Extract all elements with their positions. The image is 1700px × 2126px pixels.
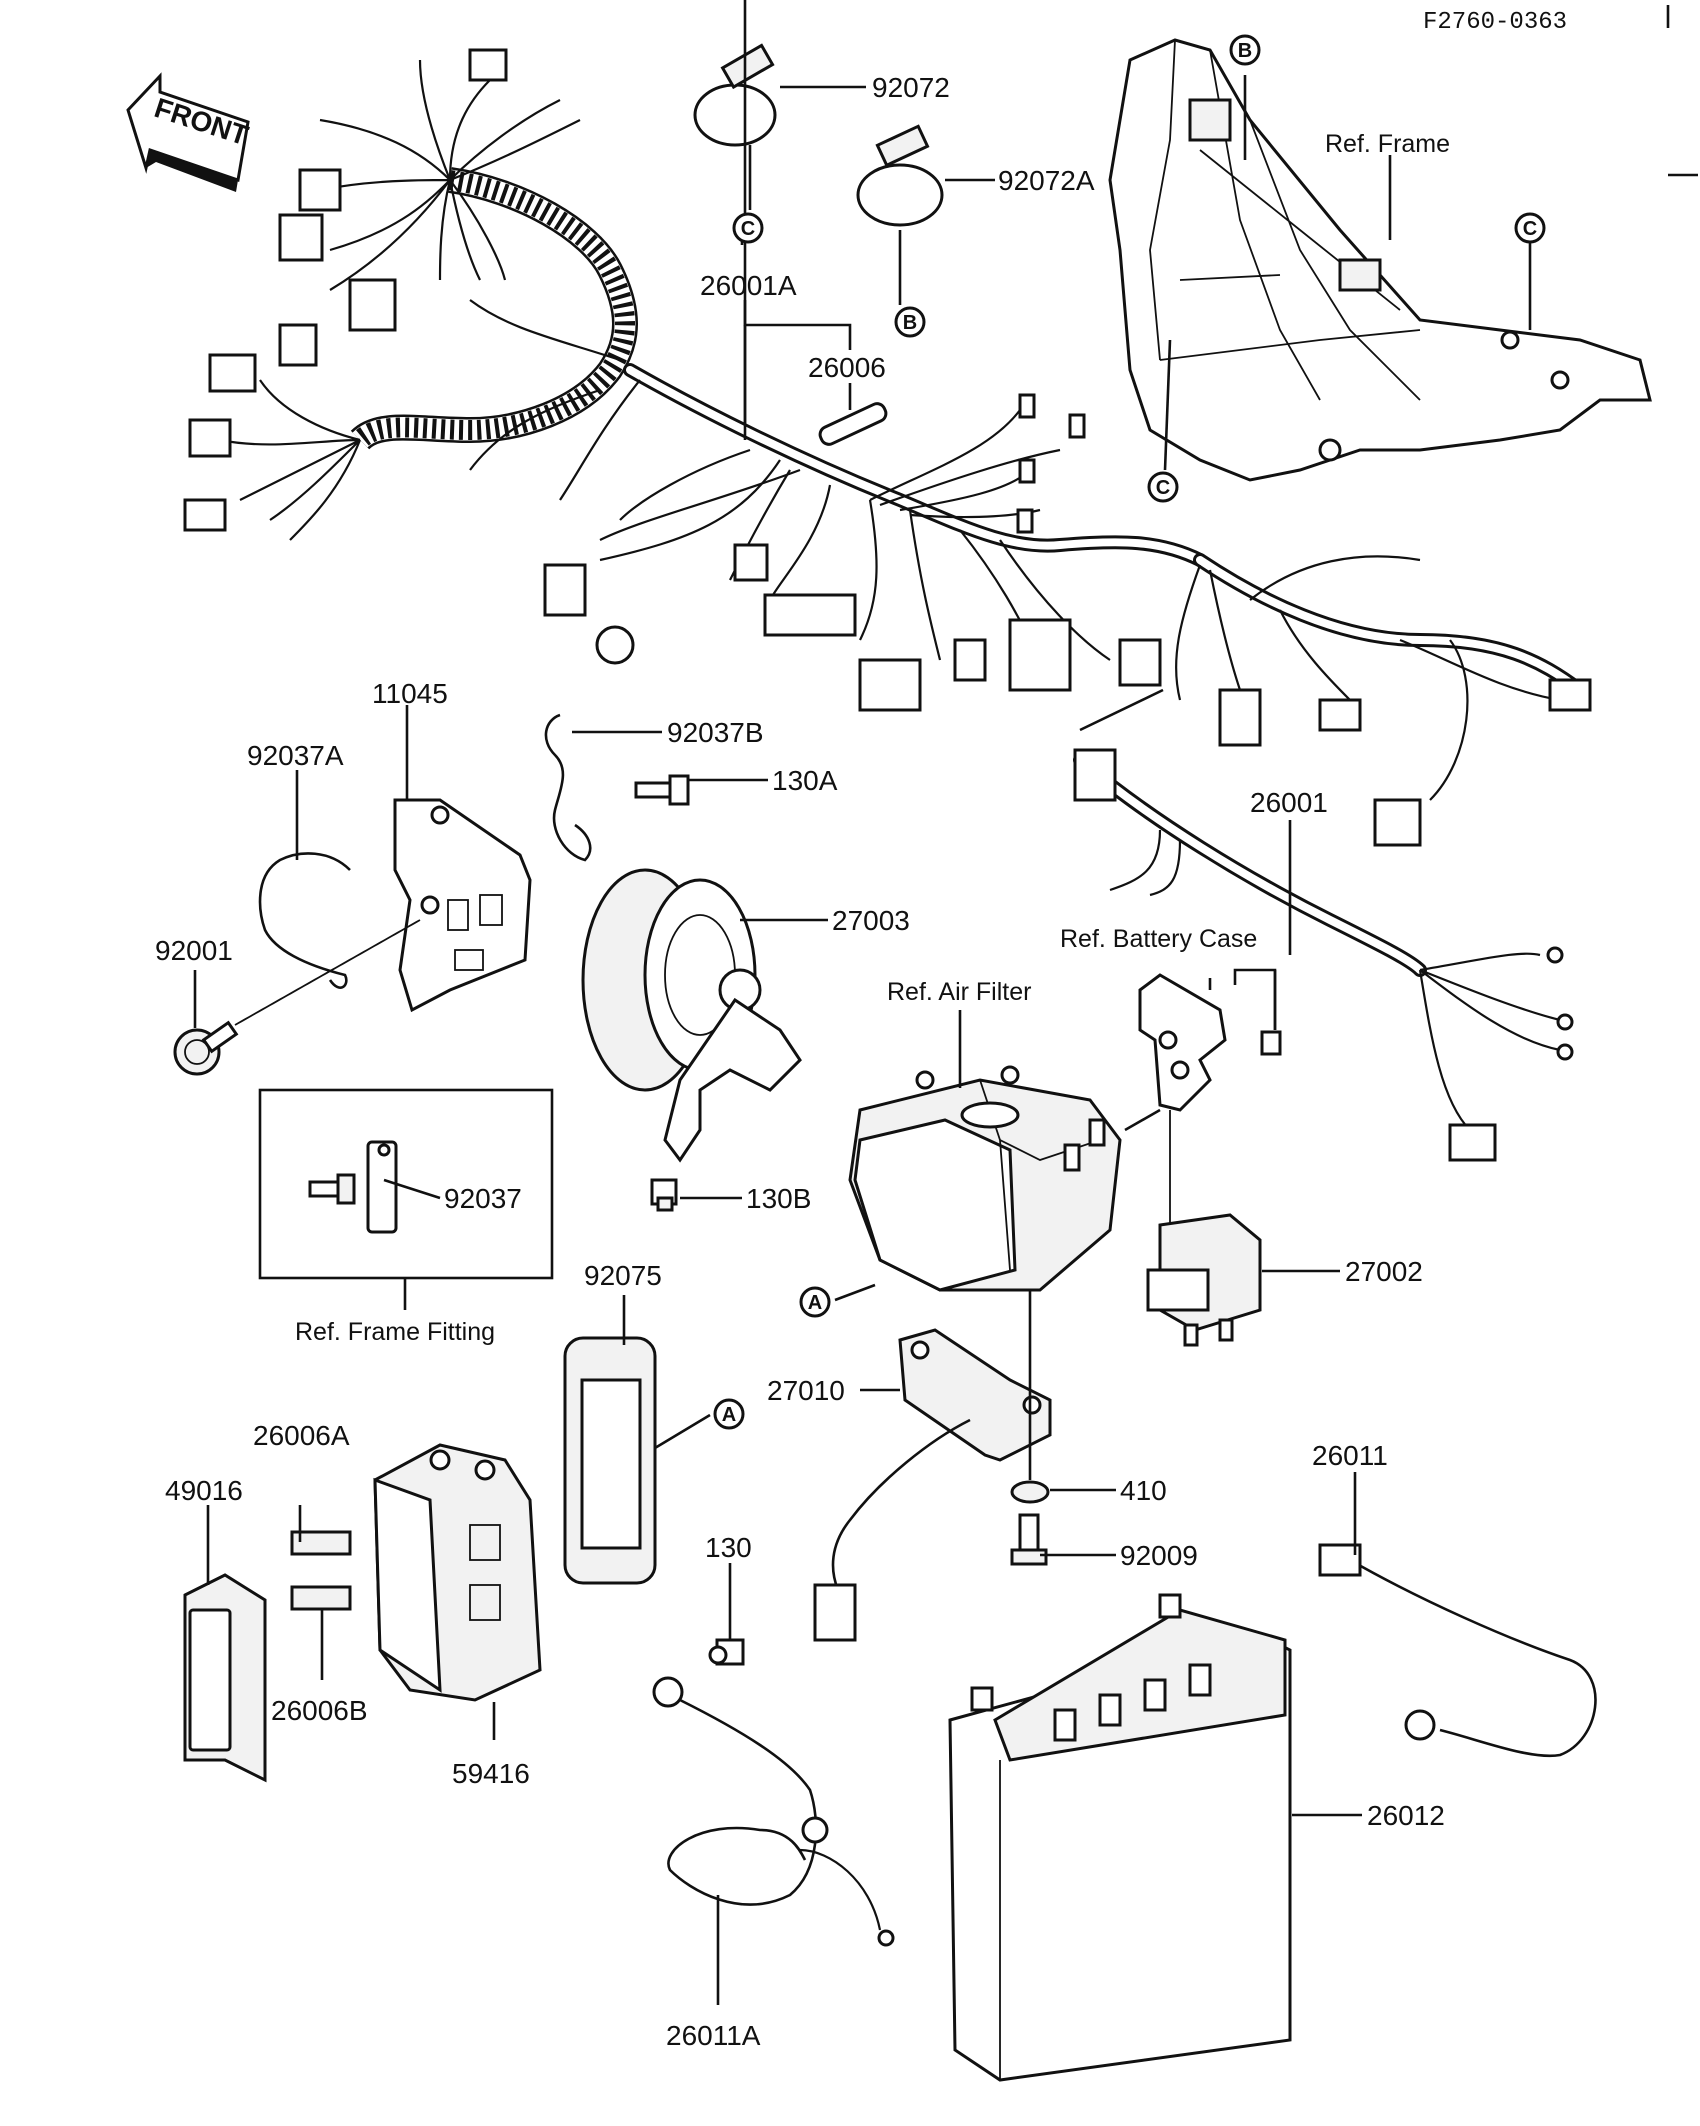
marker-c-clamp: C (732, 212, 764, 244)
clamp-92037A (258, 852, 351, 989)
label-130: 130 (705, 1532, 752, 1563)
label-27002: 27002 (1345, 1256, 1423, 1287)
frame-fitting-box (258, 1088, 554, 1280)
regulator-27010 (813, 1328, 1052, 1642)
clamp-92072 (693, 43, 777, 147)
label-11045: 11045 (372, 678, 448, 709)
clamp-92037B (544, 713, 592, 862)
label-26006: 26006 (808, 352, 886, 383)
ref-frame-fitting-label: Ref. Frame Fitting (295, 1318, 495, 1346)
label-92037: 92037 (444, 1183, 522, 1214)
fuse-26006A (290, 1530, 352, 1556)
horn-27003 (581, 868, 802, 1163)
label-26011A: 26011A (666, 2020, 761, 2051)
label-26006B: 26006B (271, 1695, 368, 1726)
leader-lines (193, 0, 1532, 2005)
label-92001: 92001 (155, 935, 233, 966)
ref-battery-case-label: Ref. Battery Case (1060, 925, 1257, 953)
ref-air-filter-label: Ref. Air Filter (887, 978, 1031, 1006)
battery-26012 (948, 1593, 1292, 2082)
bracket-11045 (393, 798, 532, 1013)
bolt-130A (634, 774, 690, 806)
relay-27002 (1146, 1110, 1262, 1347)
svg-text:A: A (722, 1404, 736, 1426)
marker-b-clamp: B (894, 306, 926, 338)
marker-c-frame-bottom: C (1147, 471, 1179, 503)
label-49016: 49016 (165, 1475, 243, 1506)
marker-c-frame-right: C (1514, 212, 1546, 244)
label-92009: 92009 (1120, 1540, 1198, 1571)
fuse-26006 (818, 402, 888, 446)
label-26001: 26001 (1250, 787, 1328, 818)
battery-cable-26011 (1318, 1543, 1597, 1758)
diagram-code: F2760-0363 (1423, 9, 1567, 36)
svg-text:A: A (808, 1292, 822, 1314)
battery-cable-26011A (652, 1676, 895, 1947)
label-59416: 59416 (452, 1758, 530, 1789)
air-filter-box (848, 1065, 1122, 1292)
cover-49016 (183, 1573, 267, 1783)
frame (1108, 38, 1652, 482)
label-130B: 130B (746, 1183, 811, 1214)
strap-92075 (563, 1336, 657, 1585)
label-130A: 130A (772, 765, 838, 796)
clamp-92072A (856, 124, 944, 227)
label-27010: 27010 (767, 1375, 845, 1406)
bolt-92001 (173, 919, 421, 1076)
label-410: 410 (1120, 1475, 1167, 1506)
marker-a-strap: A (713, 1398, 745, 1430)
label-92037A: 92037A (247, 740, 344, 771)
battery-case-bracket (1138, 973, 1282, 1112)
svg-text:C: C (1156, 477, 1170, 499)
bolt-130B (650, 1178, 678, 1212)
label-26012: 26012 (1367, 1800, 1445, 1831)
label-27003: 27003 (832, 905, 910, 936)
front-arrow: FRONT (126, 72, 252, 192)
label-92072: 92072 (872, 72, 950, 103)
fuse-26006B (290, 1585, 352, 1611)
label-92037B: 92037B (667, 717, 764, 748)
svg-text:C: C (1523, 218, 1537, 240)
junction-box-59416 (373, 1443, 542, 1702)
label-92072A: 92072A (998, 165, 1095, 196)
label-26011: 26011 (1312, 1440, 1388, 1471)
label-26001A: 26001A (700, 270, 797, 301)
washer-410 (1010, 1480, 1050, 1504)
ref-frame-label: Ref. Frame (1325, 130, 1450, 158)
label-26006A: 26006A (253, 1420, 350, 1451)
label-92075: 92075 (584, 1260, 662, 1291)
svg-text:B: B (1238, 40, 1252, 62)
svg-text:B: B (903, 312, 917, 334)
bolt-92009 (1010, 1513, 1048, 1566)
svg-text:C: C (741, 218, 755, 240)
marker-b-frame: B (1229, 34, 1261, 66)
main-harness-26001A (183, 48, 1592, 847)
sub-harness-26001 (1073, 748, 1574, 1162)
marker-a-airfilter: A (799, 1286, 831, 1318)
bolt-130 (708, 1638, 745, 1666)
